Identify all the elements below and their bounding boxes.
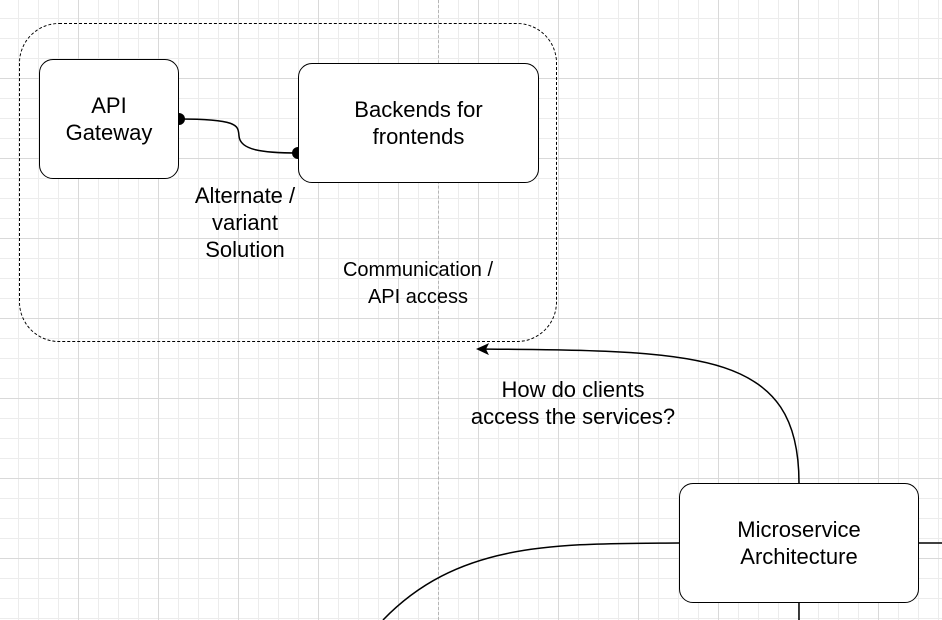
api-gateway-node[interactable]: API Gateway — [39, 59, 179, 179]
microservice-architecture-node[interactable]: Microservice Architecture — [679, 483, 919, 603]
question-label: How do clients access the services? — [470, 377, 676, 429]
outgoing-connector-left[interactable] — [382, 542, 680, 620]
question-arrow[interactable] — [476, 343, 800, 484]
alternate-connector[interactable] — [178, 118, 299, 154]
vertical-guide-line — [438, 0, 439, 620]
backends-for-frontends-node[interactable]: Backends for frontends — [298, 63, 539, 183]
communication-group-container[interactable] — [19, 23, 557, 342]
group-label: Communication / API access — [342, 259, 494, 308]
alternate-solution-label: Alternate / variant Solution — [194, 183, 296, 262]
